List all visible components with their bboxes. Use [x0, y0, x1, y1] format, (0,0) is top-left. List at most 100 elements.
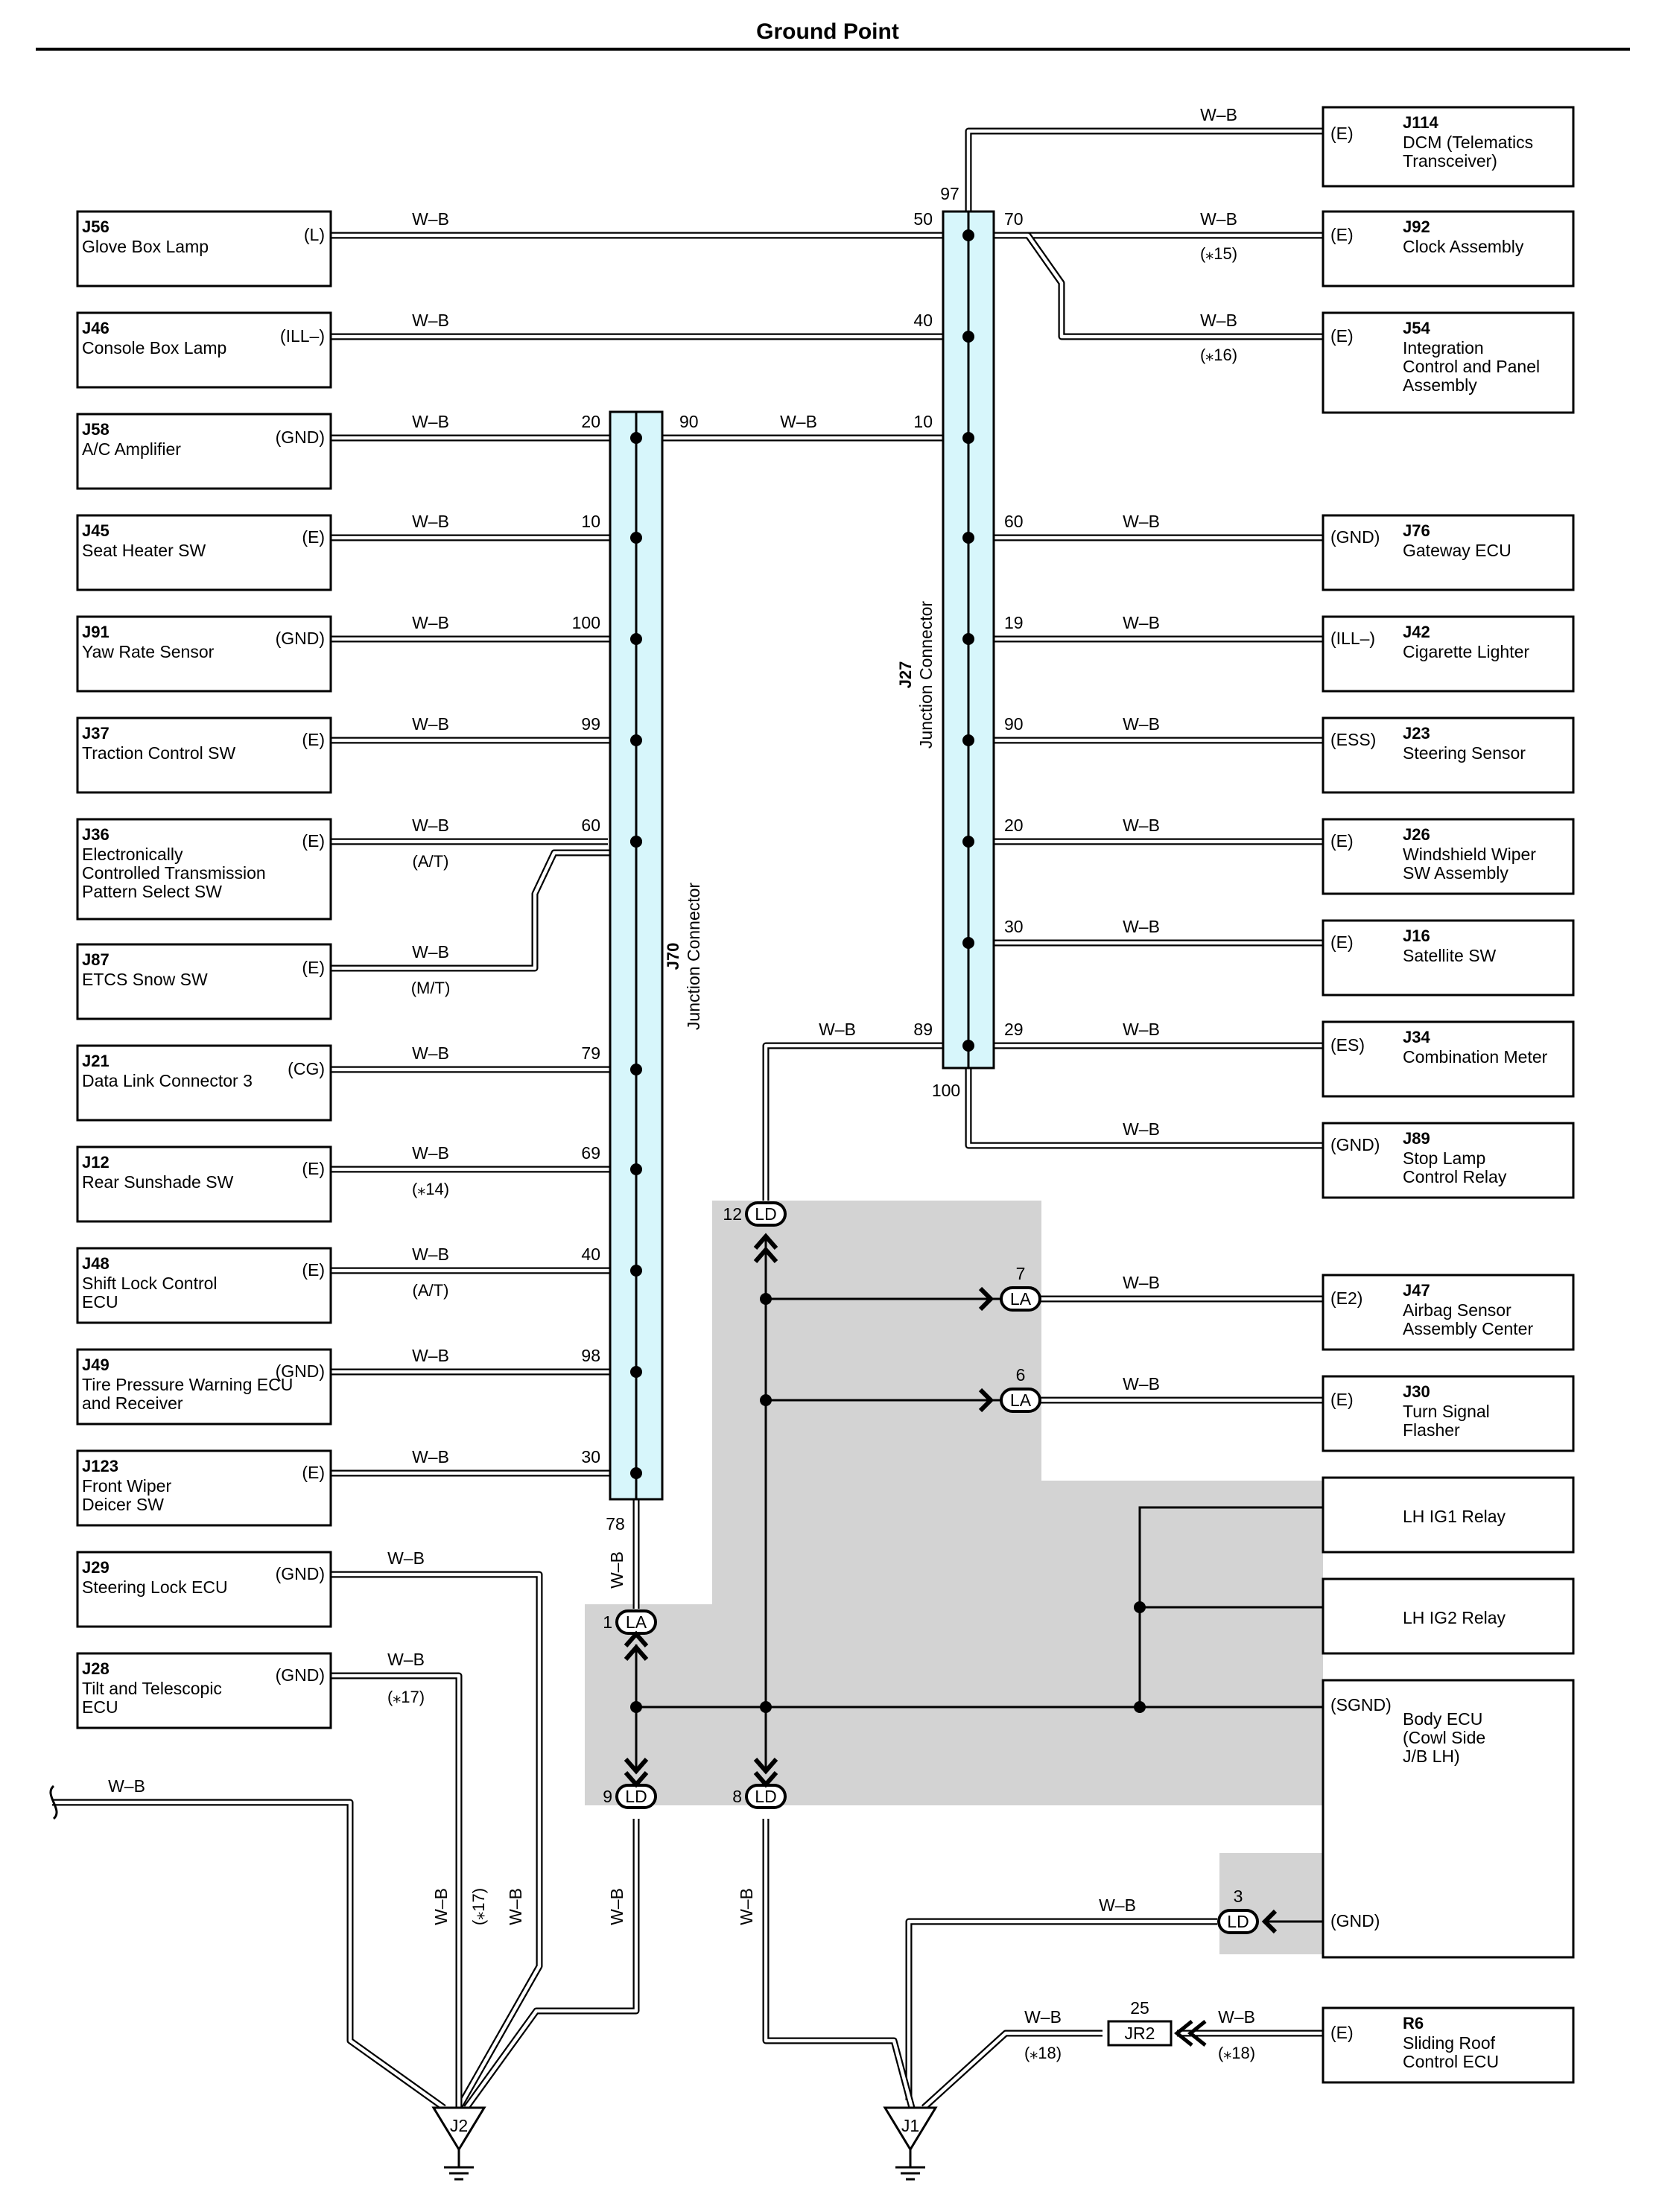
connector-id: J29 — [82, 1558, 110, 1577]
connector-code: LD — [625, 1787, 647, 1806]
wire-j54-inner — [968, 233, 1323, 339]
connector-name: Control and Panel — [1403, 357, 1540, 376]
connector-id: J92 — [1403, 217, 1430, 236]
wire-ld3-inner — [907, 1919, 1217, 2100]
ground-j2: J2 — [431, 2106, 486, 2181]
connector-name: DCM (Telematics — [1403, 133, 1533, 152]
connector-box — [76, 1348, 332, 1426]
connector-pin: (SGND) — [1330, 1695, 1392, 1714]
wire-j54 — [968, 232, 1323, 340]
junction-dot — [630, 1064, 642, 1075]
note-mt: (M/T) — [411, 979, 451, 997]
note-14: (⁎14) — [412, 1180, 449, 1198]
connector-body — [1107, 2020, 1173, 2047]
connector-id: J42 — [1403, 623, 1430, 641]
connector-pin-number: 7 — [1016, 1264, 1026, 1283]
connector-box — [76, 615, 332, 693]
connector-name: Control ECU — [1403, 2052, 1499, 2071]
connector-id: J46 — [82, 319, 110, 337]
connector-id: J21 — [82, 1052, 110, 1070]
connector-pin: (E) — [302, 958, 325, 977]
connector-pin: (GND) — [276, 629, 325, 648]
inline-connector-ld-8: LD8 — [732, 1784, 787, 1809]
wire-jr2-inner — [922, 2031, 1103, 2109]
junction-dot — [630, 1163, 642, 1175]
junction-dot — [962, 432, 974, 444]
junction-dot — [630, 1265, 642, 1277]
wire-color-label: W–B — [412, 1143, 449, 1163]
connector-name: Gateway ECU — [1403, 541, 1511, 560]
note-16: (⁎16) — [1200, 346, 1237, 364]
note-at: (A/T) — [413, 852, 449, 871]
wire-color-label: W–B — [607, 1888, 626, 1925]
connector-name: LH IG2 Relay — [1403, 1608, 1506, 1627]
j70-pin-number: 40 — [581, 1245, 600, 1264]
connector-name: Console Box Lamp — [82, 338, 226, 357]
connector-pin: (E) — [302, 1463, 325, 1482]
wire-color-label: W–B — [1123, 816, 1160, 835]
connector-code: LA — [626, 1612, 647, 1632]
shaded-junction-area — [585, 1201, 1324, 1954]
connector-id: J47 — [1403, 1281, 1430, 1300]
connector-body — [1000, 1286, 1041, 1312]
connector-name: Front Wiper — [82, 1476, 171, 1496]
junction-dot — [630, 633, 642, 645]
connector-box — [76, 1551, 332, 1628]
wire-color-label: W–B — [1123, 714, 1160, 734]
connector-pin: (E) — [1330, 1390, 1354, 1409]
plug-chevron — [1173, 2020, 1207, 2047]
wire-left-harness-inner — [52, 1800, 445, 2109]
note-17-vertical: (⁎17) — [469, 1888, 488, 1925]
connector-box — [1322, 2006, 1575, 2084]
connector-name: Electronically — [82, 845, 183, 864]
wire-ld3 — [905, 1918, 1217, 2100]
connector-id: J123 — [82, 1457, 118, 1475]
wire-color-label: W–B — [412, 412, 449, 431]
wire-color-label: W–B — [412, 1245, 449, 1264]
connector-name: J/B LH) — [1403, 1747, 1460, 1766]
connector-name: Traction Control SW — [82, 743, 235, 763]
wire-left-harness — [52, 1799, 446, 2111]
wire-color-label: W–B — [412, 816, 449, 835]
wire-j27-89-inner — [764, 1043, 968, 1201]
connector-body — [745, 1201, 787, 1227]
connector-id: J48 — [82, 1254, 110, 1273]
j70-pin-number: 69 — [581, 1143, 600, 1163]
wire-color-label: W–B — [1218, 2007, 1255, 2027]
connector-body — [1217, 1909, 1259, 1934]
wire-color-label: W–B — [1123, 512, 1160, 531]
connector-pin-number: 1 — [603, 1612, 612, 1632]
note-at: (A/T) — [413, 1281, 449, 1300]
wire-color-label: W–B — [387, 1548, 425, 1568]
connector-id: J16 — [1403, 927, 1430, 945]
wire-color-label: W–B — [607, 1551, 626, 1589]
connector-id: J36 — [82, 825, 110, 844]
connector-id: J12 — [82, 1153, 110, 1172]
wire-j29 — [331, 1571, 543, 2110]
j27-pin-number: 29 — [1004, 1020, 1024, 1039]
connector-name: ECU — [82, 1292, 118, 1312]
wire-color-label: W–B — [1099, 1895, 1136, 1915]
connector-pin: (GND) — [1330, 1135, 1380, 1154]
connector-pin: (ESS) — [1330, 730, 1376, 749]
j70-pin-number: 78 — [606, 1514, 625, 1534]
j27-pin-number: 20 — [1004, 816, 1024, 835]
connector-name: Yaw Rate Sensor — [82, 642, 215, 661]
wire-color-label: W–B — [1024, 2007, 1062, 2027]
connector-box — [76, 943, 332, 1020]
j27-id: J27 — [896, 661, 915, 689]
j70-pin-number: 100 — [572, 613, 600, 632]
j27-label: J27 Junction Connector — [896, 601, 936, 749]
connector-pin: (CG) — [288, 1059, 325, 1078]
inline-connector-la-7: LA7 — [1000, 1264, 1041, 1312]
junction-dot — [760, 1394, 772, 1406]
